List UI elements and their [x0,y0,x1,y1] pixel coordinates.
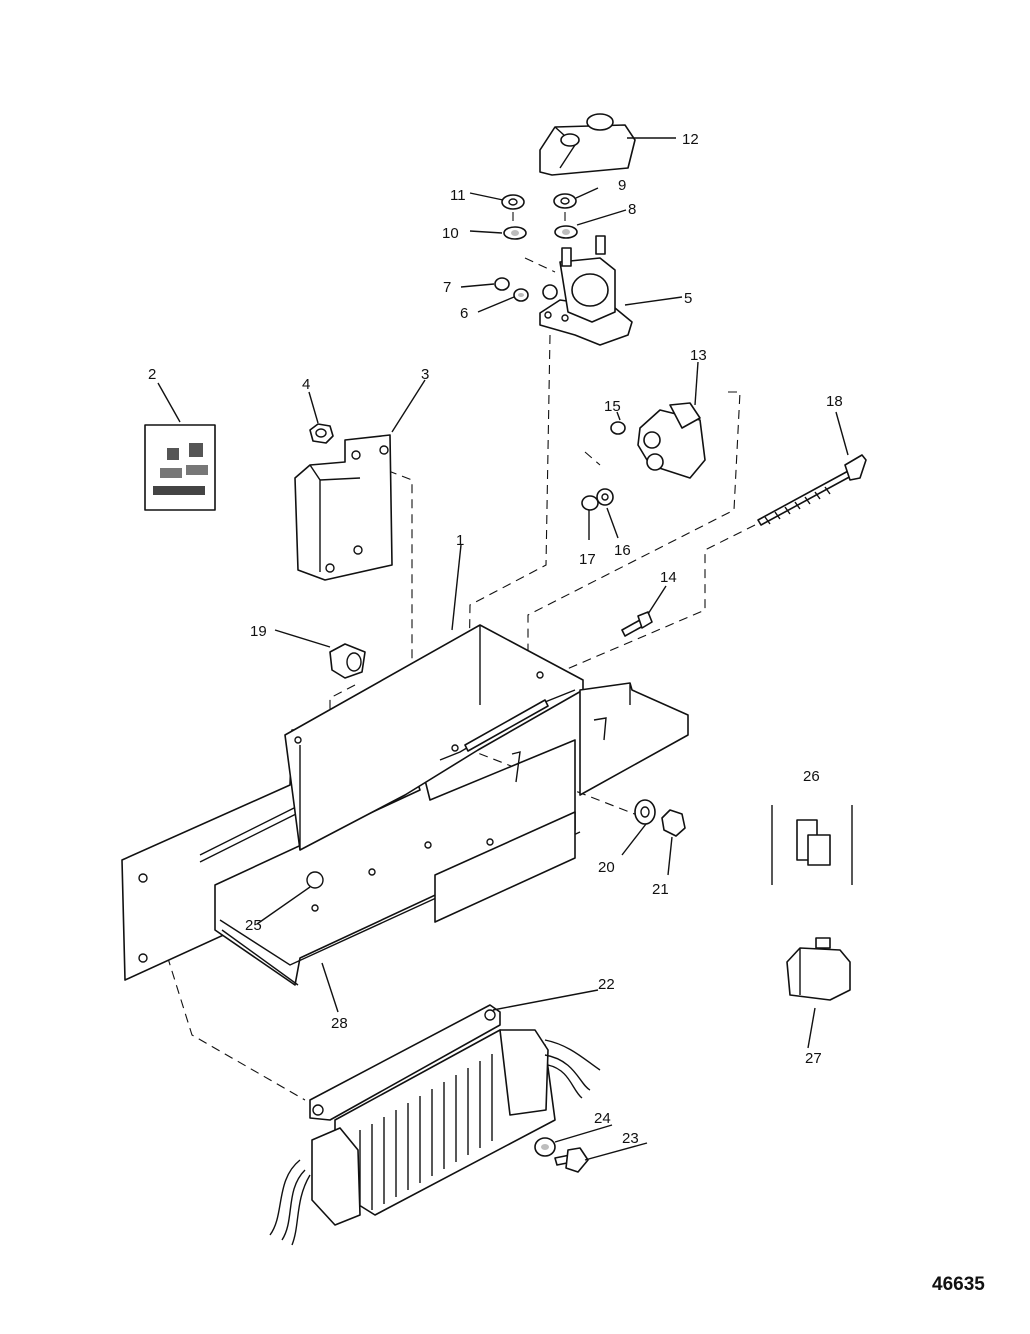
callout-24: 24 [594,1110,611,1127]
part-19-spacer [329,643,366,679]
callout-5: 5 [684,290,692,307]
callout-labels: 12 11 9 10 8 7 6 5 2 4 3 13 15 18 17 16 … [148,131,985,1295]
part-27-relay [786,937,851,1001]
callout-leader-lines [157,137,849,1161]
callout-26: 26 [803,768,820,785]
nuts-and-washers-8-11 [501,193,578,240]
callout-8: 8 [628,201,636,218]
part-18-long-bolt [757,454,867,526]
callout-15: 15 [604,398,621,415]
parts-23-24-screw-washer [534,1137,589,1173]
part-4-nut [309,423,334,444]
callout-28: 28 [331,1015,348,1032]
callout-21: 21 [652,881,669,898]
callout-10: 10 [442,225,459,242]
part-26-fuse [771,805,853,885]
figure-number: 46635 [932,1274,985,1295]
part-22-voltage-regulator [269,1004,601,1246]
callout-20: 20 [598,859,615,876]
callout-23: 23 [622,1130,639,1147]
callout-11: 11 [450,187,466,204]
callout-7: 7 [443,279,451,296]
callout-12: 12 [682,131,699,148]
callout-3: 3 [421,366,429,383]
callout-1: 1 [456,532,464,549]
callout-22: 22 [598,976,615,993]
callout-18: 18 [826,393,843,410]
callout-27: 27 [805,1050,822,1067]
callout-25: 25 [245,917,262,934]
parts-16-17-washer-nut [581,488,614,511]
part-2-decal [144,424,216,511]
callout-6: 6 [460,305,468,322]
parts-20-21-washer-nut [634,799,686,837]
part-14-screw [621,611,653,637]
callout-14: 14 [660,569,677,586]
part-13-terminal-block [610,402,706,479]
part-3-cover-plate [294,434,393,581]
parts-6-7-small-nuts [494,277,529,302]
part-12-clip [539,113,636,176]
callout-16: 16 [614,542,631,559]
part-1-28-mounting-bracket [121,624,689,986]
callout-17: 17 [579,551,596,568]
callout-13: 13 [690,347,707,364]
callout-19: 19 [250,623,267,640]
callout-4: 4 [302,376,310,393]
callout-9: 9 [618,177,626,194]
part-5-solenoid [539,235,633,346]
callout-2: 2 [148,366,156,383]
